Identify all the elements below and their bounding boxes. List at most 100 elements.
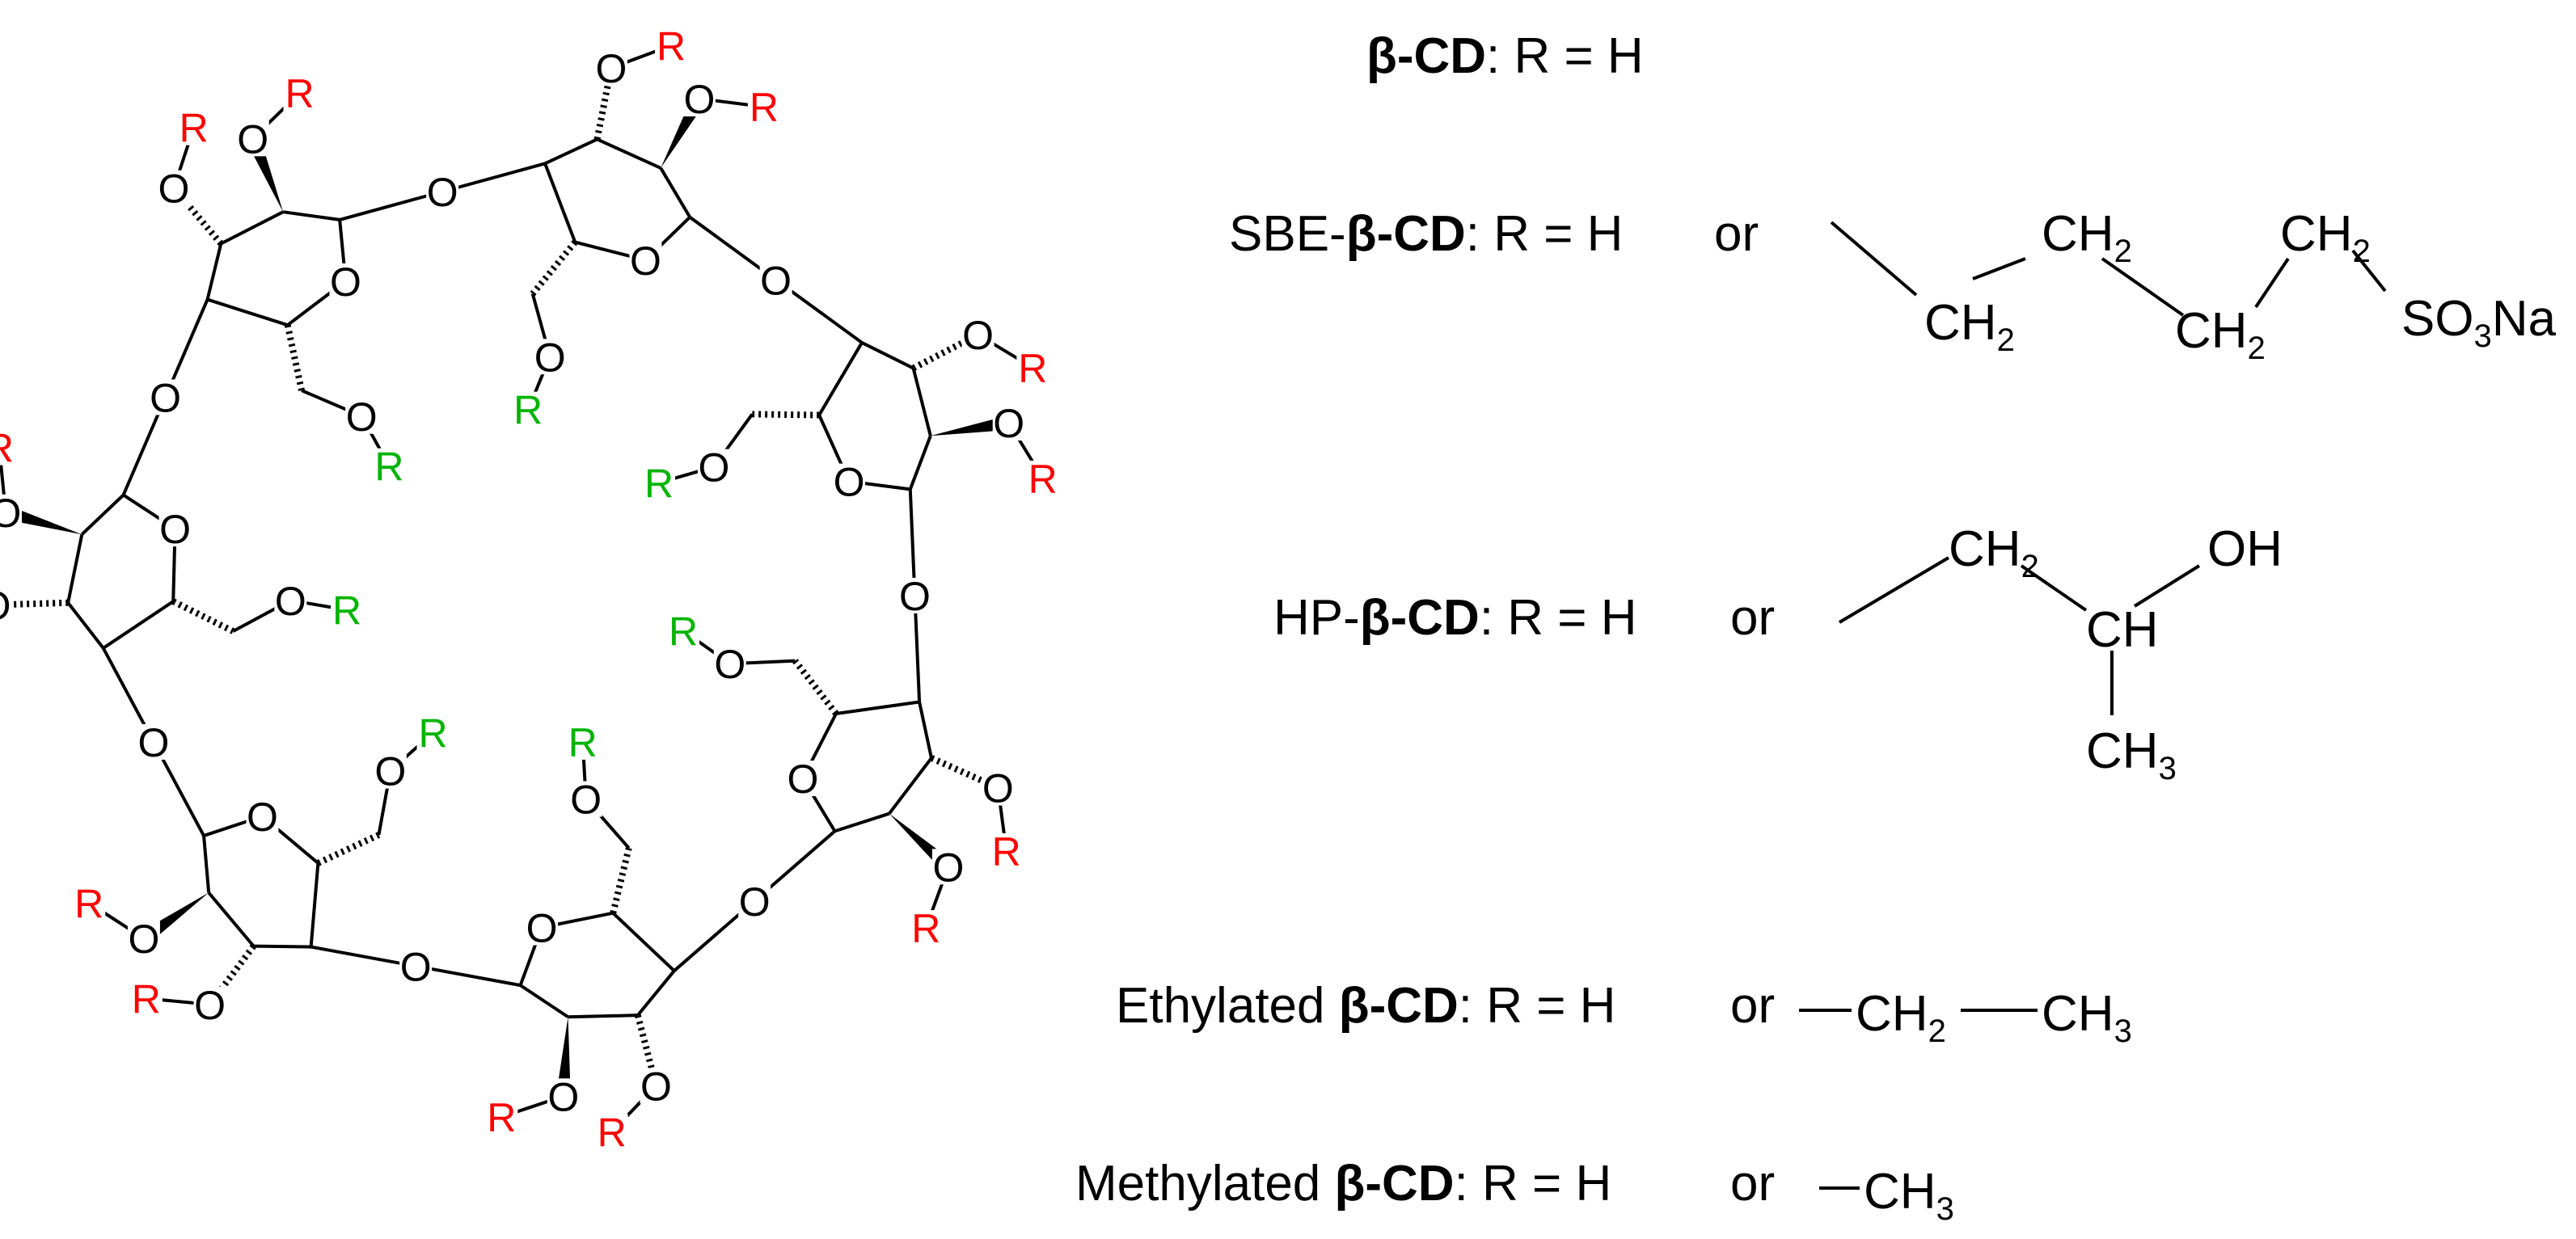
glycosidic-oxygen-backdrop — [149, 379, 182, 415]
ring-oxygen: O — [630, 238, 661, 284]
legend-cd-label: -CD — [1391, 590, 1480, 646]
primary-oxygen: O — [346, 394, 378, 440]
sbe-ch2-3: CH2 — [2175, 303, 2266, 366]
primary-bond — [171, 598, 235, 634]
hydroxyl-oxygen: O — [640, 1064, 672, 1109]
glycosidic-oxygen: O — [739, 879, 771, 925]
primary-oxygen-backdrop — [345, 398, 378, 434]
legend-cd-label: -CD — [1365, 1156, 1454, 1212]
primary-oxygen-backdrop — [697, 449, 730, 485]
ring-bond — [309, 862, 320, 947]
glycosidic-bond — [441, 162, 546, 194]
sbe-substituent — [1830, 221, 2387, 317]
legend-prefix: HP- — [1273, 590, 1360, 646]
ring-oxygen-backdrop — [526, 909, 559, 946]
ring-bond — [596, 137, 662, 170]
primary-oxygen-backdrop — [374, 752, 407, 789]
hydroxyl-oxygen: O — [0, 583, 11, 628]
ring-bond — [206, 297, 289, 327]
legend-methylated-beta-cd: Methylated β-CD: R = H — [1075, 1156, 1611, 1212]
ring-bond — [66, 601, 105, 650]
primary-r-group: R — [513, 388, 543, 433]
primary-r-group-backdrop — [373, 448, 406, 484]
legend-r-definition: : R = H — [1459, 978, 1616, 1034]
primary-oxygen-backdrop — [534, 339, 567, 375]
legend-beta-symbol: β — [1339, 978, 1370, 1034]
secondary-r-group-backdrop — [910, 910, 943, 946]
primary-oxygen-backdrop — [569, 781, 602, 817]
primary-r-group: R — [418, 711, 447, 756]
hydroxyl-oxygen: O — [237, 116, 268, 162]
secondary-r-group-backdrop — [73, 885, 106, 921]
ring-bond — [835, 700, 920, 715]
secondary-r-group: R — [0, 426, 14, 471]
primary-oxygen: O — [699, 445, 730, 491]
legend-beta-symbol: β — [1335, 1156, 1366, 1212]
legend-prefix: Methylated — [1075, 1156, 1335, 1212]
hydroxyl-oxygen: O — [596, 46, 627, 91]
secondary-r-group-backdrop — [177, 109, 210, 145]
glycosidic-oxygen-backdrop — [426, 174, 459, 210]
glycosidic-oxygen-backdrop — [399, 948, 433, 984]
ring-bond — [519, 984, 569, 1018]
hydroxyl-oxygen: O — [158, 166, 190, 212]
primary-r-group: R — [644, 461, 674, 506]
ring-bond — [911, 368, 932, 436]
ring-bond — [205, 243, 223, 301]
glycosidic-oxygen: O — [150, 376, 181, 421]
ring-oxygen-backdrop — [786, 761, 819, 797]
hydroxyl-oxygen: O — [194, 983, 226, 1028]
glycosidic-oxygen-backdrop — [759, 262, 792, 298]
hydroxyl-oxygen-backdrop — [594, 49, 627, 86]
glycosidic-oxygen-backdrop — [738, 883, 771, 919]
legend-ethylated-beta-cd: Ethylated β-CD: R = H — [1116, 978, 1615, 1034]
glycosidic-oxygen: O — [400, 944, 432, 989]
ring-bond — [207, 891, 255, 947]
hp-ch2: CH2 — [1949, 521, 2039, 584]
primary-bond — [610, 847, 632, 914]
hydroxyl-oxygen: O — [932, 845, 964, 890]
primary-bond — [284, 324, 305, 391]
ethyl-ch3: CH3 — [2042, 986, 2132, 1049]
hydroxyl-oxygen: O — [128, 917, 159, 962]
legend-or: or — [1714, 206, 1759, 262]
ring-bond — [544, 137, 598, 166]
primary-r-group: R — [669, 609, 698, 654]
ring-bond — [888, 756, 933, 815]
ethyl-ch2: CH2 — [1856, 986, 1946, 1049]
primary-r-group-backdrop — [331, 592, 364, 628]
legend-or: or — [1730, 978, 1775, 1034]
primary-bond — [316, 832, 381, 866]
sbe-chain-bonds — [1972, 257, 2026, 280]
primary-oxygen: O — [570, 778, 602, 823]
secondary-r-group: R — [750, 85, 779, 130]
primary-oxygen: O — [275, 579, 306, 624]
primary-oxygen-backdrop — [274, 582, 307, 618]
legend-beta-symbol: β — [1366, 28, 1397, 84]
hydroxyl-oxygen-backdrop — [982, 769, 1015, 806]
hp-ch3: CH3 — [2086, 723, 2177, 786]
ring-bond — [220, 210, 285, 246]
primary-r-group-backdrop — [512, 391, 545, 428]
secondary-r-group-backdrop — [129, 980, 163, 1017]
ring-oxygen: O — [247, 794, 278, 840]
ring-bond — [611, 912, 676, 972]
hydroxyl-oxygen-backdrop — [992, 405, 1025, 441]
primary-oxygen-backdrop — [713, 646, 746, 682]
hydroxyl-oxygen-backdrop — [682, 81, 716, 117]
primary-oxygen: O — [714, 642, 745, 687]
sbe-ch2-4: CH2 — [2280, 206, 2371, 269]
hp-substituent — [1838, 556, 2201, 715]
hydroxyl-oxygen-backdrop — [0, 494, 22, 530]
glycosidic-oxygen: O — [137, 720, 169, 765]
ring-bond — [636, 969, 676, 1017]
glycosidic-oxygen: O — [760, 258, 792, 303]
secondary-r-group: R — [911, 906, 940, 951]
beta-cyclodextrin-structure: OOROROROOROROROOROROROOROROROOROROROOROR… — [0, 23, 1059, 1155]
primary-oxygen: O — [374, 749, 406, 794]
ring-oxygen: O — [330, 259, 361, 305]
secondary-r-group-backdrop — [1026, 460, 1059, 496]
hp-ch: CH — [2086, 602, 2159, 658]
ring-bond — [861, 341, 914, 370]
